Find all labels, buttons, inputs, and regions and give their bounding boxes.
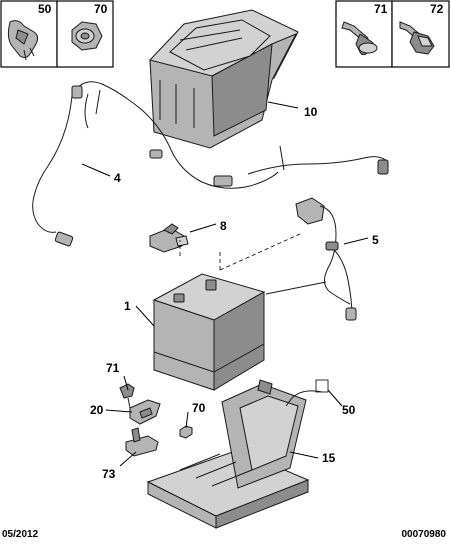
callout-50: 50 bbox=[342, 403, 356, 417]
leader-lines bbox=[81, 101, 369, 467]
callout-8: 8 bbox=[220, 219, 227, 233]
callout-15: 15 bbox=[322, 451, 336, 465]
callout-1: 1 bbox=[124, 299, 131, 313]
inset-box-72: 72 bbox=[391, 0, 450, 68]
screw-71-icon bbox=[341, 21, 378, 56]
inset-box-70: 70 bbox=[56, 0, 114, 68]
callout-71: 71 bbox=[106, 361, 120, 375]
clamp-20 bbox=[129, 399, 161, 425]
inset-box-71: 71 bbox=[335, 0, 393, 68]
callout-10: 10 bbox=[304, 105, 318, 119]
callout-70: 70 bbox=[192, 401, 206, 415]
inset-box-50: 50 bbox=[0, 0, 58, 68]
callout-72-top: 72 bbox=[430, 2, 444, 16]
callout-70-top: 70 bbox=[94, 2, 108, 16]
clip-50 bbox=[285, 379, 329, 407]
callout-20: 20 bbox=[90, 403, 104, 417]
battery-cover-10 bbox=[149, 9, 299, 149]
callout-5: 5 bbox=[372, 233, 379, 247]
battery-tray-15 bbox=[146, 379, 310, 529]
callout-73: 73 bbox=[102, 467, 116, 481]
connector-8 bbox=[149, 223, 189, 253]
callout-50-top: 50 bbox=[38, 2, 52, 16]
cable-harness-4 bbox=[32, 81, 389, 247]
nut-70-icon bbox=[71, 21, 103, 51]
footer-date: 05/2012 bbox=[2, 529, 39, 540]
callout-71-top: 71 bbox=[374, 2, 388, 16]
positive-cable-5 bbox=[265, 197, 357, 321]
battery-1 bbox=[152, 273, 266, 391]
bolt-72-icon bbox=[399, 21, 435, 55]
callout-4: 4 bbox=[114, 171, 121, 185]
bracket-73 bbox=[125, 427, 159, 457]
footer-reference: 00070980 bbox=[401, 529, 447, 540]
cable-clip-50-icon bbox=[7, 20, 39, 61]
